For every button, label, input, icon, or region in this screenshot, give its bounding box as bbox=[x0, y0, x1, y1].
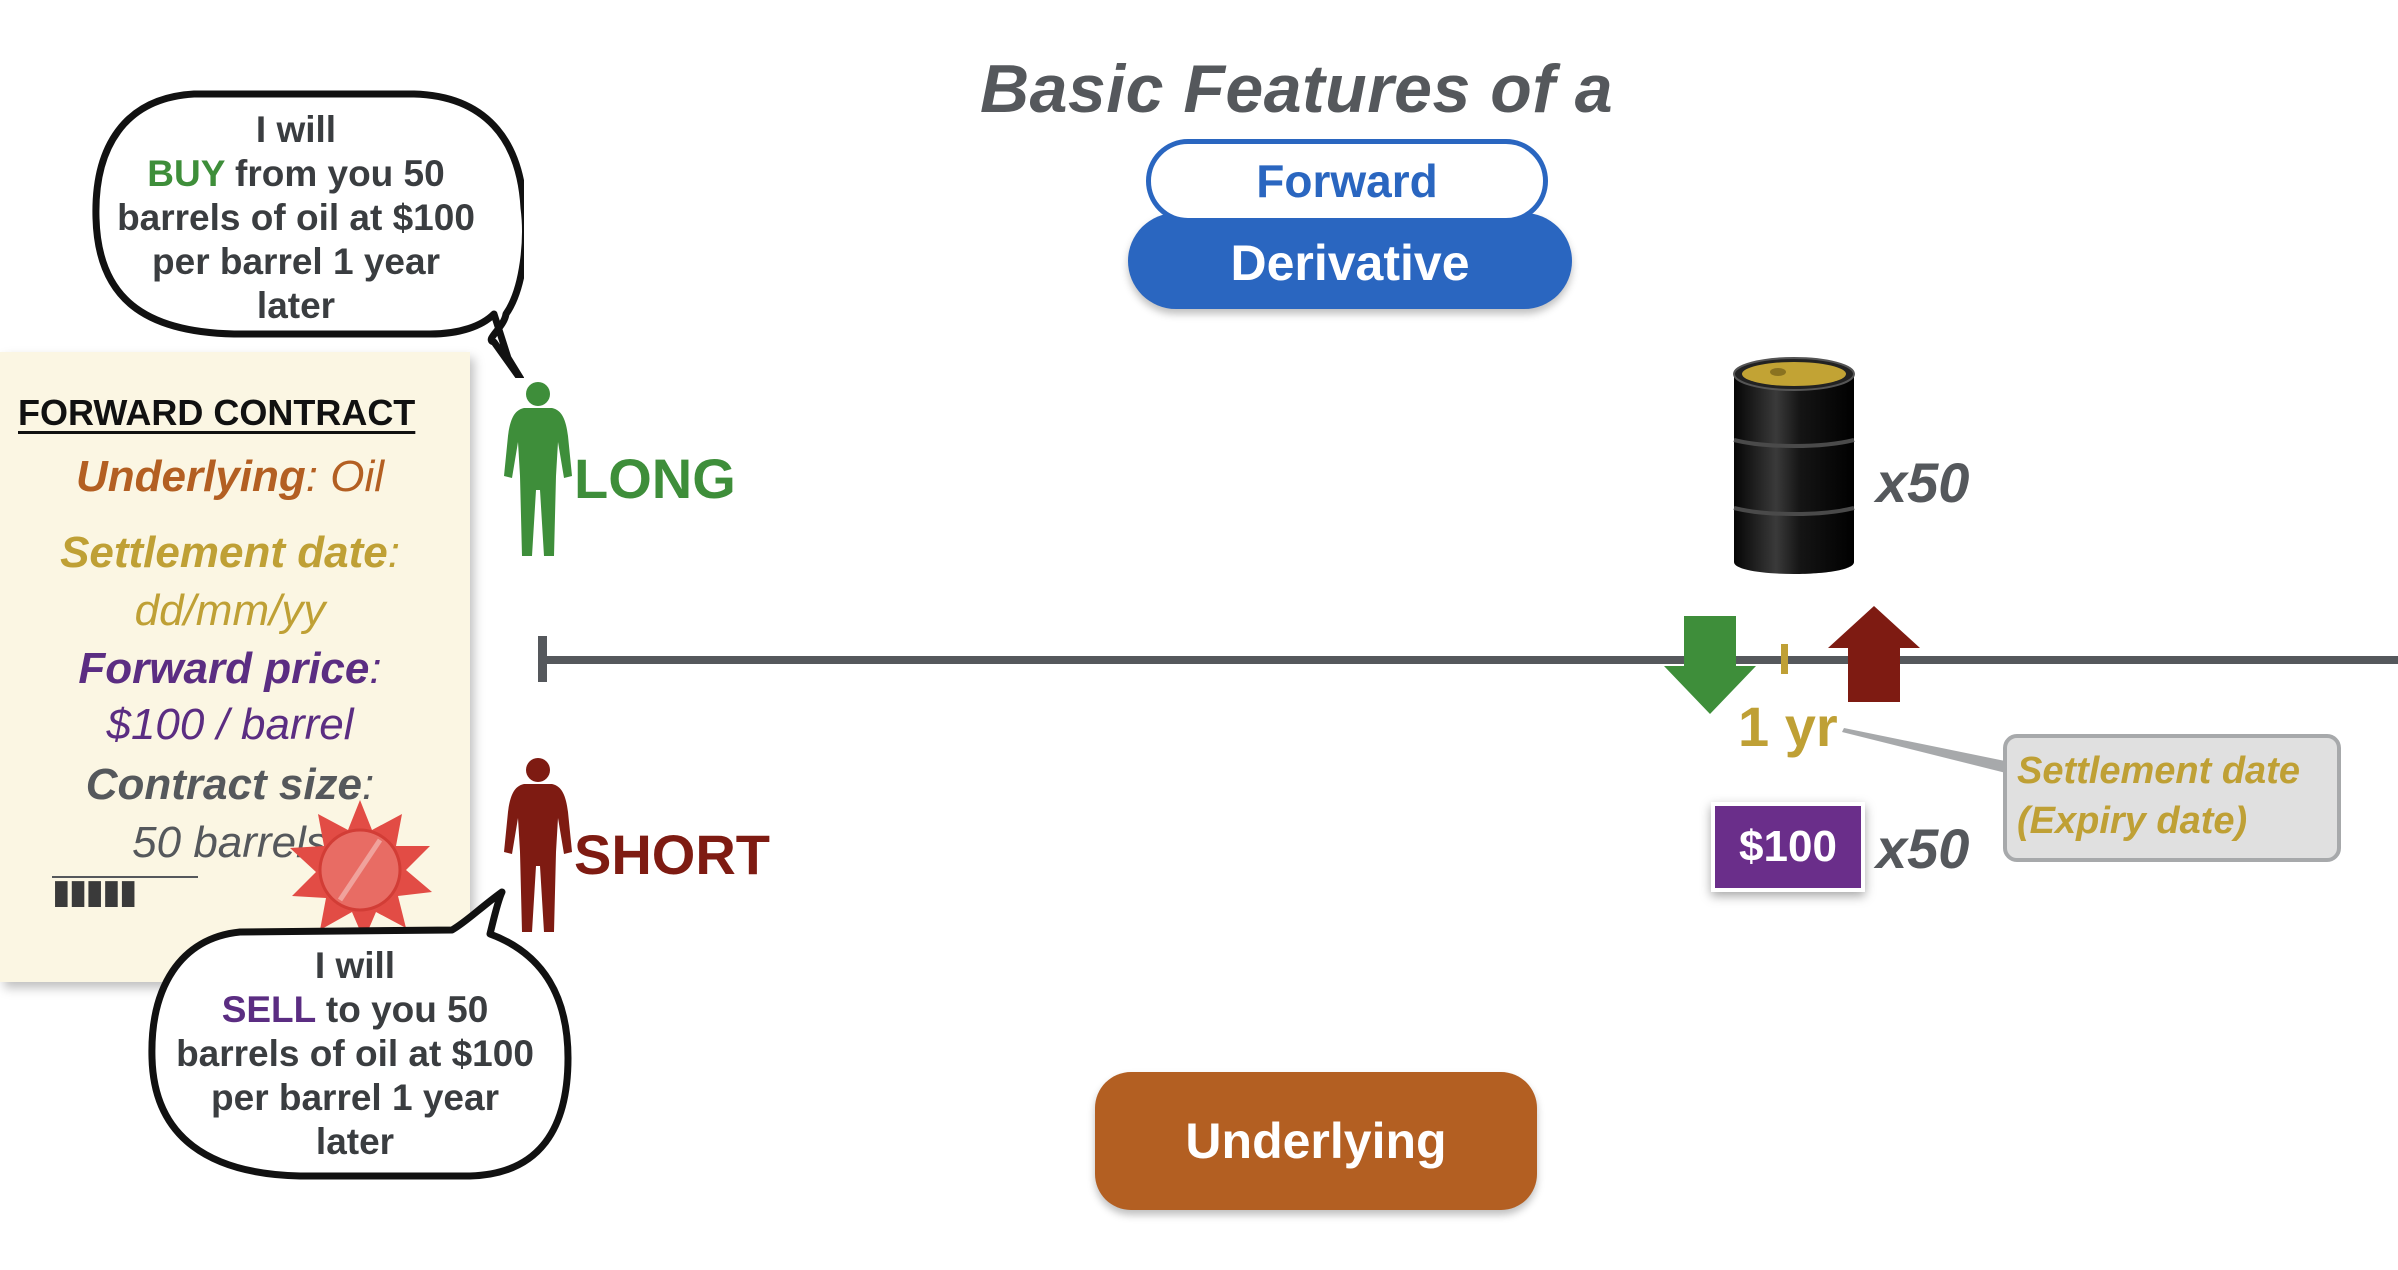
size-row: Contract size: bbox=[0, 760, 460, 810]
settlement-callout-line2: (Expiry date) bbox=[2017, 800, 2248, 842]
derivative-pill: Derivative bbox=[1128, 213, 1572, 309]
long-bubble-text: I will BUY from you 50 barrels of oil at… bbox=[96, 108, 496, 328]
up-arrow-icon bbox=[1828, 606, 1920, 702]
oil-quantity: x50 bbox=[1876, 451, 1970, 514]
long-bubble-line5: later bbox=[256, 285, 336, 326]
settlement-label: Settlement date bbox=[60, 528, 388, 577]
underlying-row: Underlying: Oil bbox=[0, 452, 460, 502]
forward-pill: Forward bbox=[1146, 139, 1548, 223]
short-bubble-line5: later bbox=[315, 1121, 395, 1162]
long-label: LONG bbox=[574, 447, 736, 510]
burst-sticker bbox=[290, 800, 432, 940]
short-speech-bubble bbox=[148, 888, 572, 1180]
long-bubble-line4: per barrel 1 year bbox=[152, 241, 440, 282]
short-bubble-line2: SELL to you 50 bbox=[150, 988, 560, 1032]
underlying-value: : Oil bbox=[305, 452, 385, 501]
one-year-label: 1 yr bbox=[1738, 695, 1838, 758]
size-value: 50 barrels bbox=[132, 818, 328, 867]
long-bubble-line1: I will bbox=[255, 109, 337, 150]
timeline-axis bbox=[540, 656, 2398, 664]
payment-quantity: x50 bbox=[1876, 817, 1970, 880]
buy-word: BUY bbox=[147, 153, 225, 194]
long-person-icon bbox=[504, 382, 572, 556]
price-tag: $100 bbox=[1711, 802, 1865, 892]
page-title: Basic Features of a bbox=[980, 51, 1614, 127]
short-bubble-line2-rest: to you 50 bbox=[315, 989, 489, 1030]
long-bubble-line2-rest: from you 50 bbox=[224, 153, 445, 194]
short-bubble-line3: barrels of oil at $100 bbox=[176, 1033, 534, 1074]
settlement-callout: Settlement date (Expiry date) bbox=[2003, 734, 2341, 862]
short-bubble-line4: per barrel 1 year bbox=[211, 1077, 499, 1118]
size-label: Contract size bbox=[85, 760, 363, 809]
long-bubble-line3: barrels of oil at $100 bbox=[117, 197, 475, 238]
settlement-callout-line1: Settlement date bbox=[2017, 750, 2300, 792]
price-row: Forward price: bbox=[0, 644, 460, 694]
timeline-1yr-tick bbox=[1781, 644, 1788, 674]
progress-dots: ▮▮▮▮▮ bbox=[52, 873, 138, 911]
short-bubble-text: I will SELL to you 50 barrels of oil at … bbox=[150, 944, 560, 1164]
price-label: Forward price bbox=[78, 644, 370, 693]
settlement-row: Settlement date: bbox=[0, 528, 460, 578]
contract-heading: FORWARD CONTRACT bbox=[18, 392, 416, 433]
short-bubble-line1: I will bbox=[314, 945, 396, 986]
down-arrow-icon bbox=[1664, 616, 1756, 714]
price-colon: : bbox=[369, 644, 382, 693]
underline-divider bbox=[52, 876, 198, 878]
settlement-colon: : bbox=[387, 528, 400, 577]
long-bubble-line2: BUY from you 50 bbox=[96, 152, 496, 196]
timeline-start-tick bbox=[538, 636, 547, 682]
size-colon: : bbox=[362, 760, 375, 809]
callout-pointer bbox=[1842, 728, 2010, 774]
long-speech-bubble bbox=[92, 90, 524, 378]
settlement-value: dd/mm/yy bbox=[134, 586, 326, 635]
sell-word: SELL bbox=[221, 989, 316, 1030]
underlying-pill: Underlying bbox=[1095, 1072, 1537, 1210]
short-person-icon bbox=[504, 758, 572, 932]
price-value: $100 / barrel bbox=[106, 700, 354, 749]
underlying-label: Underlying bbox=[75, 452, 306, 501]
short-label: SHORT bbox=[574, 823, 770, 886]
oil-barrel-icon bbox=[1733, 357, 1855, 574]
